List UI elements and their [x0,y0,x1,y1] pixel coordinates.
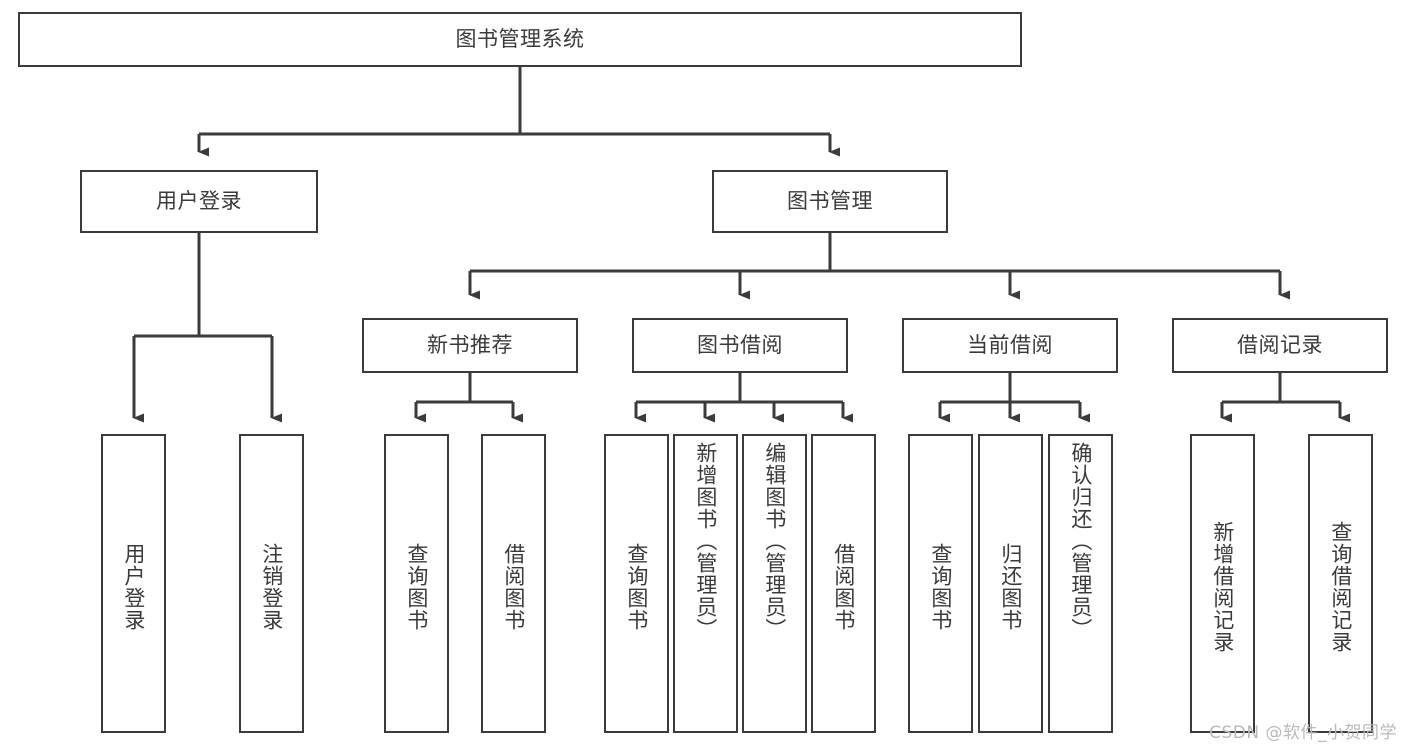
node-label: 查询借阅记录 [1328,520,1353,653]
node-book-borrow[interactable]: 图书借阅 [632,318,848,373]
leaf-return-book[interactable]: 归还图书 [978,434,1043,733]
node-label: 借阅记录 [1237,332,1323,357]
node-label: 确认归还（管理员） [1068,442,1093,640]
leaf-user-login[interactable]: 用户登录 [101,434,166,733]
leaf-logout[interactable]: 注销登录 [239,434,304,733]
node-label: 新书推荐 [427,332,513,357]
node-label: 图书管理系统 [455,26,585,51]
node-label: 新增借阅记录 [1210,520,1235,653]
leaf-confirm-return-admin[interactable]: 确认归还（管理员） [1048,434,1113,733]
node-label: 查询图书 [928,542,953,631]
node-label: 查询图书 [404,542,429,631]
leaf-borrow-book-borrow[interactable]: 借阅图书 [811,434,876,733]
node-user-login[interactable]: 用户登录 [80,170,318,233]
node-borrow-record[interactable]: 借阅记录 [1172,318,1388,373]
watermark-text: CSDN @软件_小贺同学 [1209,723,1397,743]
leaf-query-borrow-record[interactable]: 查询借阅记录 [1308,434,1373,733]
node-label: 借阅图书 [501,542,526,631]
node-label: 图书借阅 [697,332,783,357]
node-new-book-recommend[interactable]: 新书推荐 [362,318,578,373]
leaf-borrow-book-newbook[interactable]: 借阅图书 [481,434,546,733]
leaf-add-book-admin[interactable]: 新增图书（管理员） [673,434,738,733]
node-label: 新增图书（管理员） [693,442,718,640]
leaf-query-book-borrow[interactable]: 查询图书 [604,434,669,733]
node-root-system[interactable]: 图书管理系统 [18,12,1022,67]
node-label: 查询图书 [624,542,649,631]
leaf-query-book-current[interactable]: 查询图书 [908,434,973,733]
node-label: 借阅图书 [831,542,856,631]
node-label: 用户登录 [121,542,146,631]
node-label: 用户登录 [156,188,242,213]
node-label: 归还图书 [998,542,1023,631]
node-current-borrow[interactable]: 当前借阅 [902,318,1118,373]
leaf-add-borrow-record[interactable]: 新增借阅记录 [1190,434,1255,733]
leaf-edit-book-admin[interactable]: 编辑图书（管理员） [742,434,807,733]
node-book-management[interactable]: 图书管理 [712,170,948,233]
node-label: 当前借阅 [967,332,1053,357]
node-label: 注销登录 [259,542,284,631]
node-label: 图书管理 [787,188,873,213]
node-label: 编辑图书（管理员） [762,442,787,640]
leaf-query-book-newbook[interactable]: 查询图书 [384,434,449,733]
